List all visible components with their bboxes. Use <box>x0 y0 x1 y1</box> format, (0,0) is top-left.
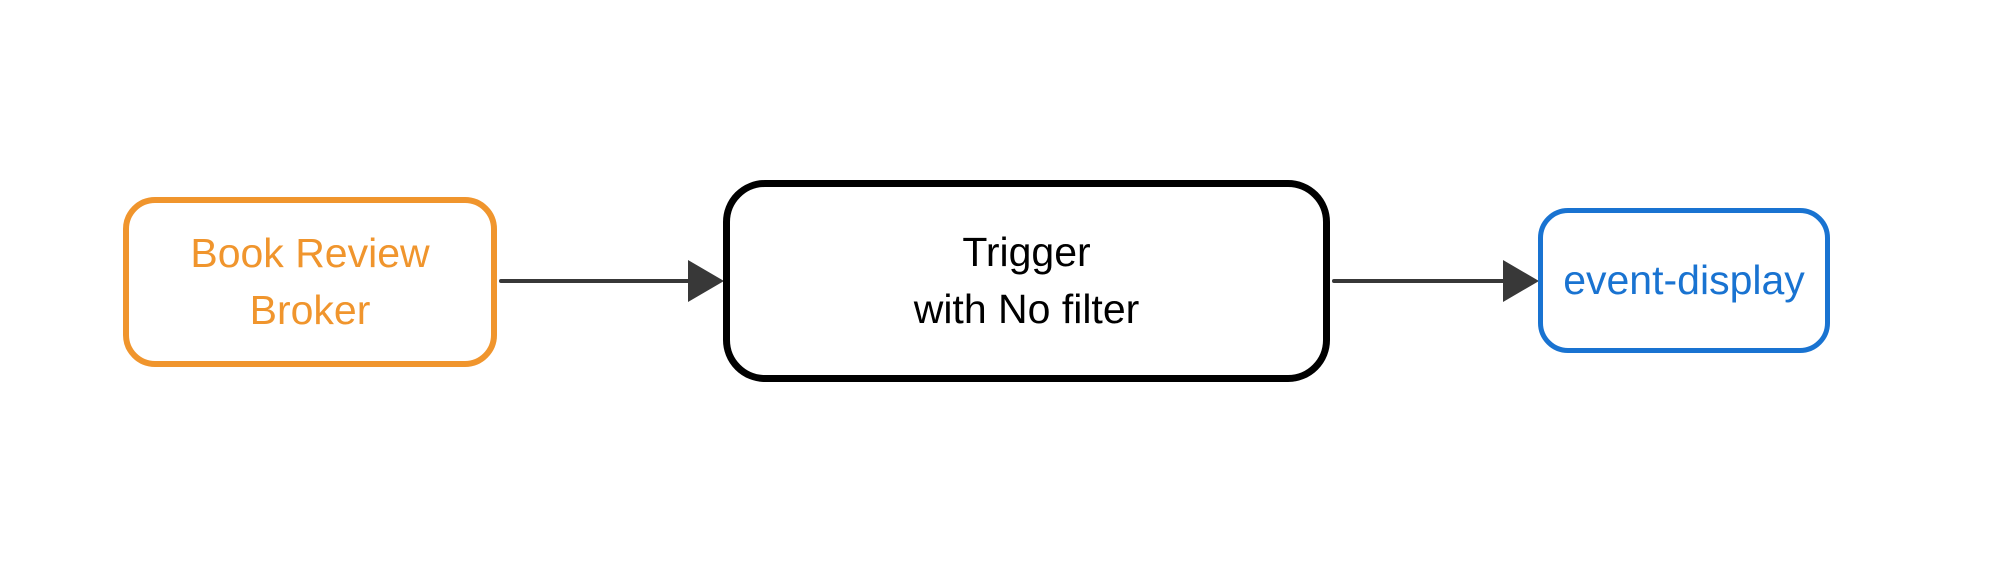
edge-line <box>499 279 691 283</box>
edge-line <box>1332 279 1505 283</box>
arrowhead-icon <box>688 260 724 302</box>
node-book-review-broker: Book Review Broker <box>123 197 497 367</box>
node-event-display: event-display <box>1538 208 1830 353</box>
node-label-line: Broker <box>249 287 371 333</box>
node-label-line: event-display <box>1563 257 1805 304</box>
arrowhead-icon <box>1503 260 1539 302</box>
node-trigger-with-no-filter: Trigger with No filter <box>723 180 1330 382</box>
node-label-line: Trigger <box>962 229 1091 276</box>
node-label-line: with No filter <box>913 286 1140 332</box>
node-label-line: Book Review <box>190 230 430 277</box>
